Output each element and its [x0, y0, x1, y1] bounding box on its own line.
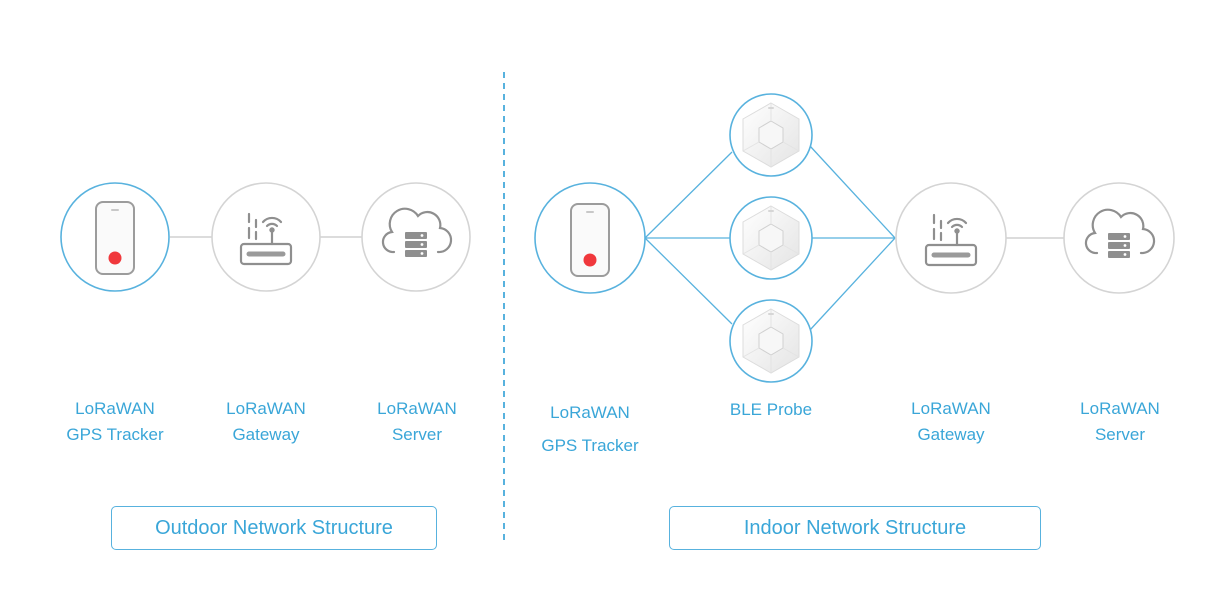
- indoor-probe-top-node: [729, 93, 813, 177]
- indoor-probe-label: BLE Probe: [711, 397, 831, 423]
- outdoor-tracker-label-line1: LoRaWAN: [75, 399, 155, 418]
- indoor-server-label-line1: LoRaWAN: [1080, 399, 1160, 418]
- indoor-tracker-label-line2: GPS Tracker: [541, 436, 639, 455]
- outdoor-gateway-label-line2: Gateway: [232, 425, 300, 444]
- outdoor-gateway-label: LoRaWAN Gateway: [206, 396, 326, 448]
- outdoor-gateway-node: [211, 182, 321, 292]
- outdoor-server-label: LoRaWAN Server: [357, 396, 477, 448]
- indoor-server-label: LoRaWAN Server: [1060, 396, 1180, 448]
- indoor-server-label-line2: Server: [1094, 425, 1146, 444]
- indoor-gateway-label-line2: Gateway: [917, 425, 985, 444]
- indoor-probe-bottom-node: [729, 299, 813, 383]
- indoor-probe-middle-node: [729, 196, 813, 280]
- outdoor-tracker-label: LoRaWAN GPS Tracker: [55, 396, 175, 448]
- indoor-links: [644, 145, 896, 331]
- gps-tracker-icon: [95, 201, 135, 275]
- indoor-gateway-label-line1: LoRaWAN: [911, 399, 991, 418]
- indoor-tracker-label: LoRaWAN GPS Tracker: [530, 396, 650, 462]
- indoor-gateway-label: LoRaWAN Gateway: [891, 396, 1011, 448]
- indoor-tracker-label-line1: LoRaWAN: [550, 403, 630, 422]
- outdoor-server-node: [361, 182, 471, 292]
- indoor-gateway-node: [895, 182, 1007, 294]
- indoor-tracker-node: [534, 182, 646, 294]
- outdoor-gateway-label-line1: LoRaWAN: [226, 399, 306, 418]
- outdoor-tracker-node: [60, 182, 170, 292]
- outdoor-tracker-label-line2: GPS Tracker: [66, 425, 164, 444]
- indoor-link-tracker-probe-top: [644, 151, 733, 239]
- indoor-link-tracker-probe-bottom: [644, 237, 733, 325]
- indoor-section-title: Indoor Network Structure: [669, 506, 1041, 550]
- indoor-link-probe-bottom-gateway: [809, 237, 896, 331]
- outdoor-server-label-line2: Server: [391, 425, 443, 444]
- indoor-server-node: [1063, 182, 1175, 294]
- outdoor-section-title: Outdoor Network Structure: [111, 506, 437, 550]
- indoor-probe-label-line1: BLE Probe: [729, 400, 813, 419]
- outdoor-server-label-line1: LoRaWAN: [377, 399, 457, 418]
- gps-tracker-icon: [570, 203, 610, 277]
- indoor-link-probe-top-gateway: [809, 145, 896, 239]
